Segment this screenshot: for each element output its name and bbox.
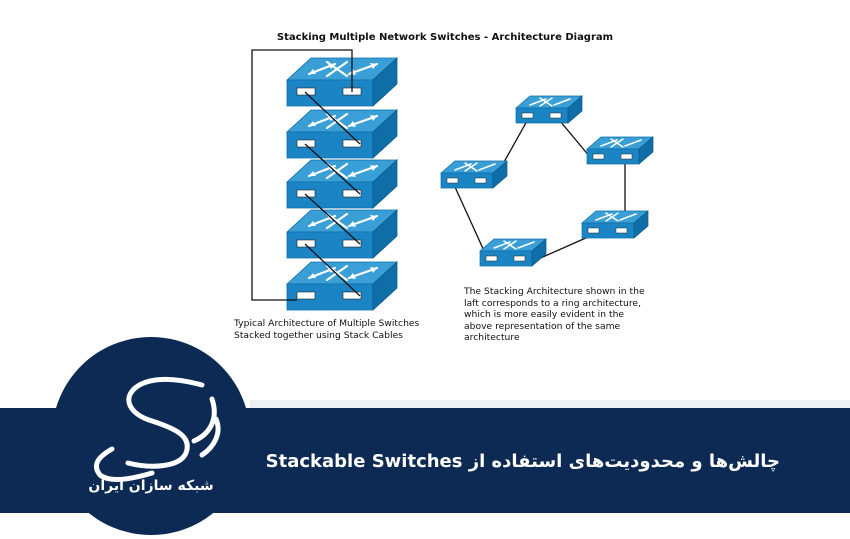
- logo-badge: [52, 337, 250, 535]
- stack-cable-2-3: [304, 143, 361, 195]
- switch-ring: [440, 95, 654, 267]
- ring-switch-top: [515, 95, 583, 124]
- stacked-switch-2: [285, 108, 399, 160]
- ring-switch-right-upper: [586, 136, 654, 165]
- s-logo-icon: [94, 376, 221, 482]
- stacked-switch-3: [285, 158, 399, 210]
- stack-cable-4-5: [304, 243, 361, 297]
- stack-cable-1-2: [304, 91, 361, 145]
- stacked-switch-4: [285, 208, 399, 260]
- switch-stack: [285, 56, 399, 312]
- caption-stack: Typical Architecture of Multiple Switche…: [234, 318, 420, 341]
- caption-ring: The Stacking Architecture shown in the l…: [464, 286, 645, 343]
- stacked-switch-5: [285, 260, 399, 312]
- stack-cable-3-4: [304, 193, 361, 245]
- stacked-switch-1: [285, 56, 399, 108]
- page: Stacking Multiple Network Switches - Arc…: [0, 32, 850, 535]
- brand-name: شبکه سازان ایران: [88, 478, 214, 494]
- network-diagram: [251, 49, 654, 312]
- ring-switch-left: [440, 160, 508, 189]
- ring-switch-bottom: [479, 238, 547, 267]
- stack-cables: [251, 49, 361, 301]
- divider: [250, 400, 850, 408]
- ring-switch-right-lower: [581, 210, 649, 239]
- return-cable: [251, 49, 353, 301]
- diagram-title: Stacking Multiple Network Switches - Arc…: [276, 32, 614, 43]
- banner-headline: چالش‌ها و محدودیت‌های استفاده از Stackab…: [265, 451, 780, 472]
